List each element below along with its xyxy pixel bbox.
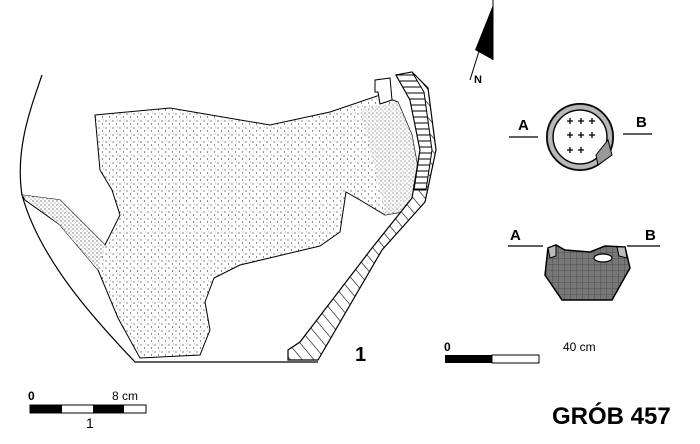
north-label: N	[474, 74, 482, 86]
rim-notch	[374, 77, 393, 105]
section-label-a: A	[510, 227, 521, 244]
scale-large-start: 0	[444, 340, 451, 354]
plan-label-a: A	[518, 117, 529, 134]
scale-bar-8cm	[29, 404, 147, 414]
scale-small-start: 0	[28, 389, 35, 403]
plan-label-b: B	[636, 114, 647, 131]
north-arrow-icon	[469, 0, 494, 81]
grave-title: GRÓB 457	[552, 403, 671, 430]
scale-small-item: 1	[86, 415, 94, 431]
scale-bar-40cm	[445, 354, 540, 364]
grave-section-view	[508, 244, 660, 301]
vessel-outline	[19, 74, 318, 363]
scale-small-end: 8 cm	[112, 389, 139, 403]
grave-plan-view	[509, 103, 652, 171]
section-label-b: B	[645, 227, 656, 244]
item-number: 1	[355, 344, 367, 366]
scale-large-end: 40 cm	[563, 340, 596, 354]
